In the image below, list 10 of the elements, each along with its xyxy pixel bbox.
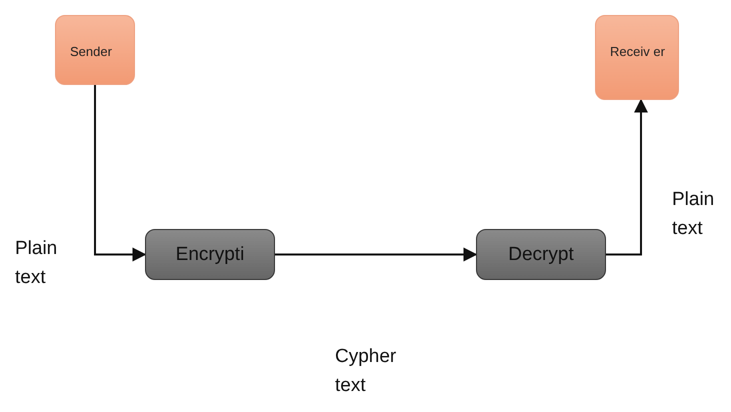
party-box: Receiv er xyxy=(595,15,679,100)
arrow xyxy=(606,98,648,256)
data-label: Plain text xyxy=(672,188,716,242)
data-label: Plain text xyxy=(15,237,58,290)
arrow xyxy=(94,85,146,262)
process-box: Encrypti xyxy=(145,229,275,280)
arrow xyxy=(275,248,478,262)
party-box: Sender xyxy=(55,15,135,85)
data-label: Cypher text xyxy=(335,345,395,398)
process-box: Decrypt xyxy=(476,229,606,280)
